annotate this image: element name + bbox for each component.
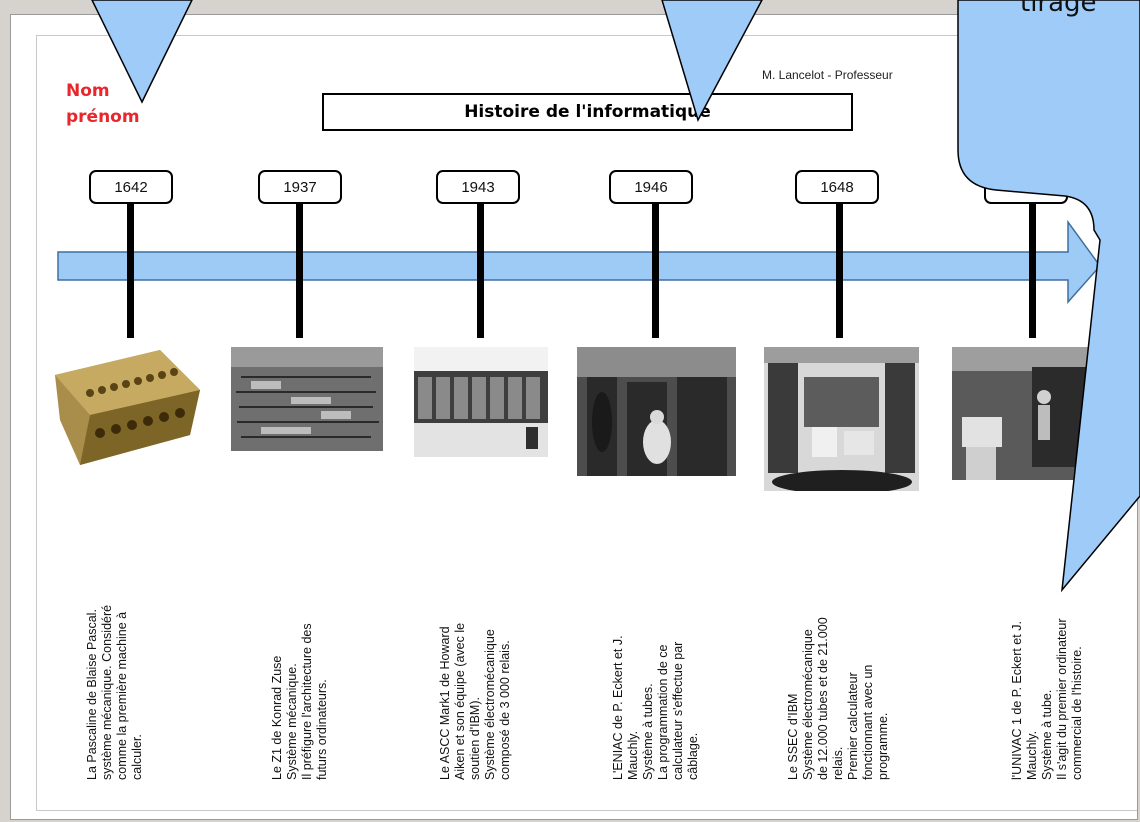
year-label: 1642 xyxy=(114,178,148,196)
year-box-1946: 1946 xyxy=(609,170,693,204)
ssec-photo xyxy=(764,347,919,491)
timeline-stem xyxy=(477,204,484,338)
year-box-1943: 1943 xyxy=(436,170,520,204)
year-label: 1648 xyxy=(820,178,854,196)
timeline-stem xyxy=(1029,204,1036,338)
year-label: 1946 xyxy=(634,178,668,196)
timeline-stem xyxy=(652,204,659,338)
year-box-1642: 1642 xyxy=(89,170,173,204)
callout-text: tiragé xyxy=(1020,0,1097,18)
timeline-stem xyxy=(836,204,843,338)
year-box-1648: 1648 xyxy=(795,170,879,204)
univac-photo xyxy=(952,347,1092,480)
page-title: Histoire de l'informatique xyxy=(322,93,853,131)
author-credit: M. Lancelot - Professeur xyxy=(762,68,893,82)
ascc-mark1-photo xyxy=(414,347,548,457)
timeline-stem xyxy=(296,204,303,338)
eniac-photo xyxy=(577,347,736,476)
student-name-label: Nom prénom xyxy=(66,81,140,127)
year-label: 1937 xyxy=(283,178,317,196)
page-title-text: Histoire de l'informatique xyxy=(464,102,711,122)
year-label: 1943 xyxy=(461,178,495,196)
document-page xyxy=(10,14,1138,820)
page-border xyxy=(36,35,1137,811)
year-box-1937: 1937 xyxy=(258,170,342,204)
z1-photo xyxy=(231,347,383,451)
timeline-stem xyxy=(127,204,134,338)
pascaline-photo xyxy=(55,350,200,465)
